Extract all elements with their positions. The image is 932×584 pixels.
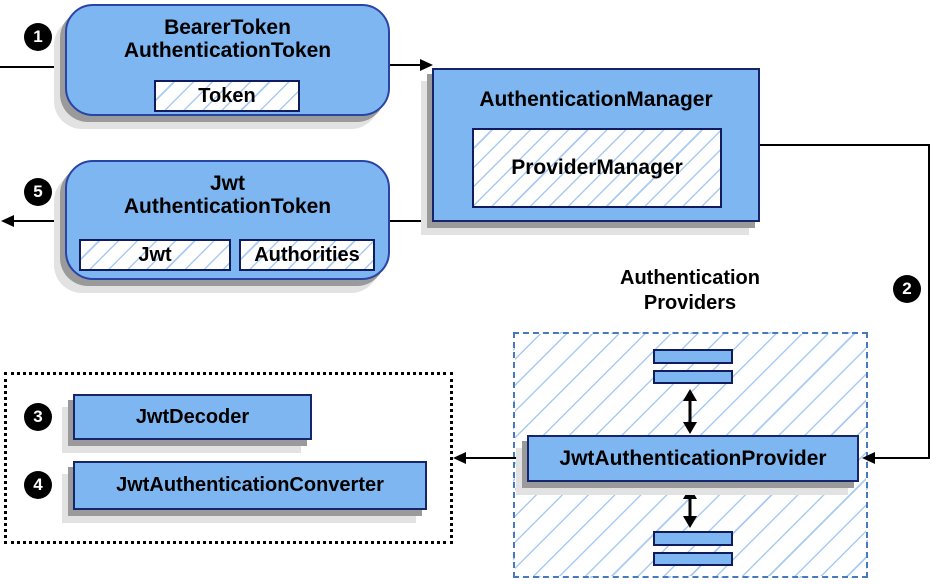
jwt-token-title-line1: Jwt — [209, 172, 245, 195]
authentication-manager-title: AuthenticationManager — [479, 88, 713, 111]
jwt-chip: Jwt — [79, 239, 231, 271]
arrowhead-response-out — [1, 215, 14, 227]
step-badge-1-number: 1 — [33, 27, 43, 46]
authorities-chip-label: Authorities — [254, 243, 360, 266]
jwt-token-title-line2: AuthenticationToken — [123, 195, 332, 218]
jwt-token-title: Jwt AuthenticationToken — [67, 162, 388, 218]
jwt-decoder-label: JwtDecoder — [135, 405, 250, 428]
provider-stub-bar-bottom-2 — [653, 552, 733, 566]
provider-stub-bar-top-2 — [653, 370, 733, 384]
jwt-chip-label: Jwt — [138, 243, 172, 266]
provider-stub-bar-top-1 — [653, 349, 733, 364]
authentication-providers-label-line1: Authentication — [620, 267, 760, 289]
authorities-chip: Authorities — [239, 239, 375, 271]
jwt-authentication-provider-node: JwtAuthenticationProvider — [527, 435, 859, 482]
jwt-authentication-provider-label: JwtAuthenticationProvider — [559, 446, 827, 470]
arrowhead-into-resolvers — [453, 452, 466, 464]
step-badge-2: 2 — [893, 275, 921, 303]
step-badge-3: 3 — [24, 403, 52, 431]
token-chip: Token — [154, 80, 300, 112]
jwt-decoder-node: JwtDecoder — [73, 394, 312, 440]
jwt-authentication-token-node: Jwt AuthenticationToken Jwt Authorities — [65, 160, 390, 280]
authentication-providers-label-line2: Providers — [643, 292, 737, 314]
step-badge-2-number: 2 — [902, 279, 912, 298]
provider-stub-bar-bottom-1 — [653, 531, 733, 546]
step-badge-5: 5 — [24, 178, 52, 206]
step-badge-4: 4 — [24, 471, 52, 499]
step-badge-1: 1 — [24, 23, 52, 51]
jwt-resolvers-container — [4, 372, 453, 544]
step-badge-4-number: 4 — [33, 475, 43, 494]
bearer-token-authentication-token-node: BearerToken AuthenticationToken Token — [65, 4, 390, 116]
jwt-authentication-converter-node: JwtAuthenticationConverter — [73, 461, 427, 510]
bearer-token-title: BearerToken AuthenticationToken — [67, 6, 388, 62]
bearer-token-title-line2: AuthenticationToken — [123, 39, 332, 62]
bearer-token-title-line1: BearerToken — [164, 16, 291, 39]
jwt-authentication-converter-label: JwtAuthenticationConverter — [116, 474, 384, 496]
token-chip-label: Token — [198, 84, 256, 107]
provider-manager-chip-label: ProviderManager — [511, 156, 683, 179]
provider-manager-chip: ProviderManager — [472, 128, 722, 208]
step-badge-5-number: 5 — [33, 182, 43, 201]
step-badge-3-number: 3 — [33, 407, 43, 426]
authentication-providers-label: Authentication Providers — [565, 266, 815, 316]
authentication-manager-node: AuthenticationManager ProviderManager — [432, 68, 760, 222]
